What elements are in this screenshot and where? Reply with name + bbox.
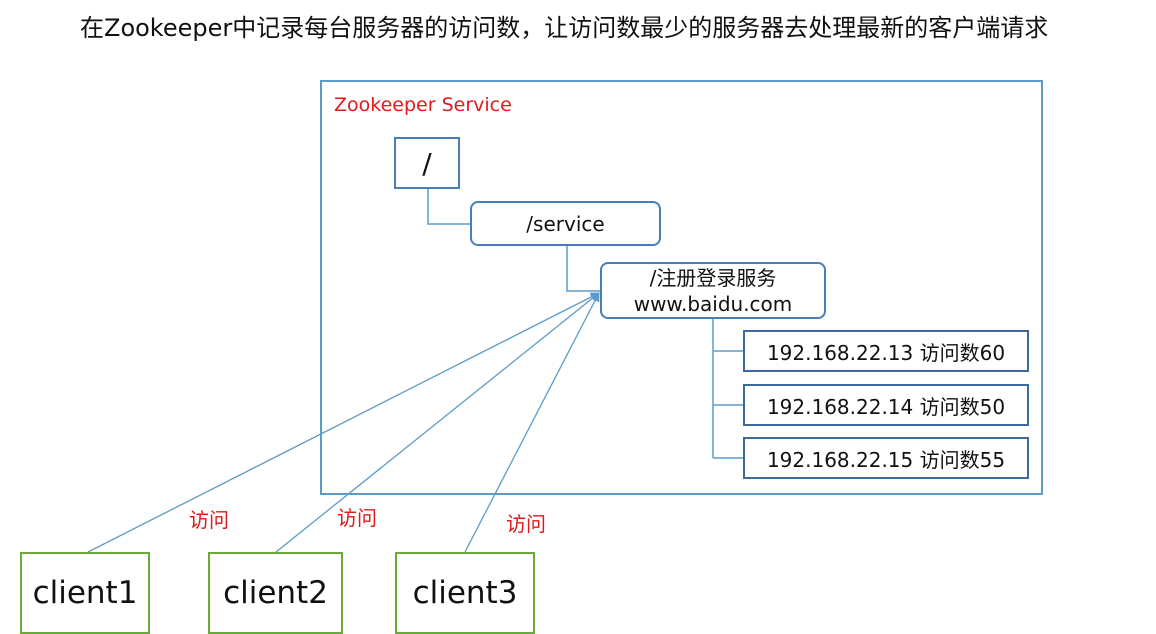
client3-box: client3 [395, 552, 535, 634]
register-node-domain: www.baidu.com [633, 291, 793, 316]
access-label-client3: 访问 [506, 512, 546, 536]
root-node: / [394, 137, 460, 189]
server-node-3: 192.168.22.15 访问数55 [743, 437, 1029, 479]
register-node-path: /注册登录服务 [649, 265, 777, 290]
zookeeper-service-box [320, 80, 1043, 495]
access-label-client1: 访问 [189, 508, 229, 532]
client2-box: client2 [208, 552, 343, 634]
arrow-client2-to-register [275, 292, 600, 553]
server-node-2: 192.168.22.14 访问数50 [743, 384, 1029, 426]
connector-root-to-service [427, 189, 470, 225]
zookeeper-service-label: Zookeeper Service [334, 94, 512, 116]
connector-service-to-register [566, 246, 600, 292]
arrow-client1-to-register [87, 292, 600, 553]
register-node: /注册登录服务 www.baidu.com [600, 262, 826, 319]
service-node: /service [470, 201, 661, 246]
access-label-client2: 访问 [337, 506, 377, 530]
server-node-1: 192.168.22.13 访问数60 [743, 330, 1029, 372]
arrow-client3-to-register [464, 292, 600, 553]
diagram-title: 在Zookeeper中记录每台服务器的访问数，让访问数最少的服务器去处理最新的客… [80, 14, 1049, 42]
client1-box: client1 [20, 552, 150, 634]
